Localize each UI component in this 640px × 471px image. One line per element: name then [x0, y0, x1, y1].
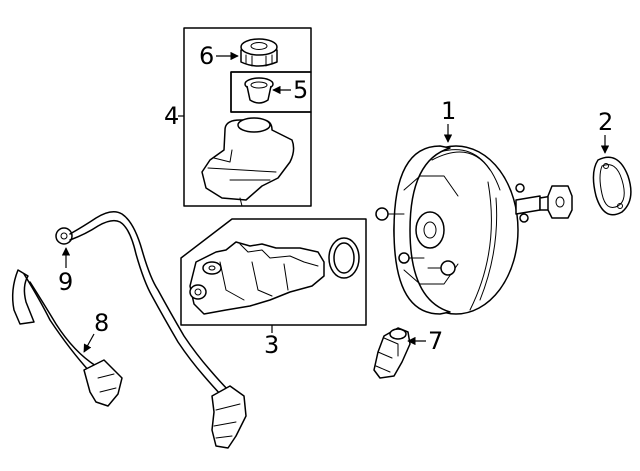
callout-1: 1: [441, 97, 456, 143]
callout-7: 7: [407, 327, 443, 355]
callout-label-8: 8: [94, 309, 109, 337]
callout-label-9: 9: [58, 268, 73, 296]
callout-label-7: 7: [428, 327, 443, 355]
vacuum-hose-left: [11, 269, 123, 407]
callout-3: 3: [264, 325, 279, 359]
callout-label-1: 1: [441, 97, 456, 125]
callout-label-3: 3: [264, 331, 279, 359]
callout-label-2: 2: [598, 108, 613, 136]
booster-gasket: [592, 156, 632, 216]
brake-booster: [375, 145, 573, 315]
callout-5: 5: [272, 76, 308, 104]
reservoir-group-box: [183, 27, 312, 207]
master-cylinder-box: [180, 218, 367, 326]
callout-label-5: 5: [293, 76, 308, 104]
callout-label-4: 4: [164, 102, 179, 130]
callout-6: 6: [199, 42, 239, 70]
reservoir-cap: [240, 38, 278, 67]
callout-8: 8: [83, 309, 109, 353]
callout-4: 4: [164, 102, 184, 130]
vacuum-sensor: [373, 327, 411, 379]
fluid-reservoir: [201, 117, 295, 207]
vacuum-hose-long: [55, 211, 247, 449]
reservoir-strainer: [244, 77, 274, 104]
o-ring-seal: [328, 237, 360, 279]
master-cylinder: [189, 241, 325, 315]
callout-2: 2: [598, 108, 613, 154]
callout-label-6: 6: [199, 42, 214, 70]
callout-9: 9: [58, 247, 73, 296]
